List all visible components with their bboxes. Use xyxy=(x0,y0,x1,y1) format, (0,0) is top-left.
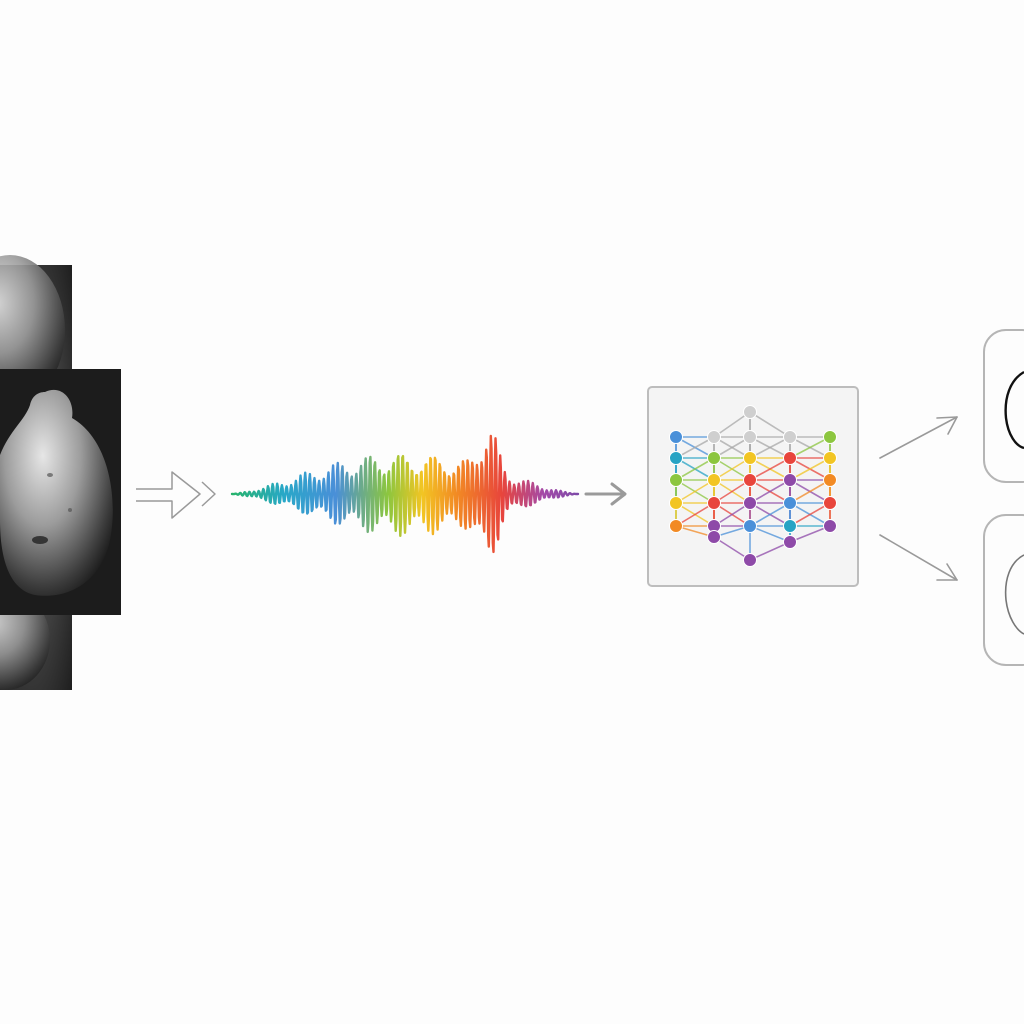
network-edge xyxy=(749,436,791,459)
network-edge xyxy=(789,479,831,504)
network-node xyxy=(669,519,683,533)
network-node xyxy=(669,473,683,487)
double-chevron-arrow-icon xyxy=(136,471,216,519)
network-edge xyxy=(713,457,751,481)
network-edge xyxy=(713,411,751,438)
network-node xyxy=(669,430,683,444)
network-node xyxy=(707,451,721,465)
grayscale-photo-stack-icon xyxy=(0,255,121,690)
neural-network-icon xyxy=(647,386,859,587)
output-shape-top xyxy=(983,329,1024,483)
network-node xyxy=(743,553,757,567)
network-edge xyxy=(749,411,791,438)
network-edge xyxy=(749,457,791,481)
network-node xyxy=(707,530,721,544)
network-node xyxy=(707,430,721,444)
network-node xyxy=(743,519,757,533)
network-node xyxy=(669,496,683,510)
network-edge xyxy=(675,479,715,504)
network-edge xyxy=(749,502,791,527)
network-edge xyxy=(789,436,831,459)
network-node xyxy=(707,496,721,510)
network-node xyxy=(823,451,837,465)
network-node xyxy=(743,405,757,419)
outline-shape-icon xyxy=(983,329,1024,666)
network-edge xyxy=(713,479,751,504)
network-node xyxy=(823,430,837,444)
network-edge xyxy=(789,457,831,481)
network-edge xyxy=(789,525,831,543)
network-edge xyxy=(749,541,791,561)
network-edge xyxy=(749,479,791,504)
network-edge xyxy=(675,457,715,481)
arrow-right-icon xyxy=(584,482,627,506)
network-node xyxy=(783,451,797,465)
front-photo xyxy=(0,369,121,615)
network-node xyxy=(823,496,837,510)
network-edge xyxy=(713,502,751,527)
network-node xyxy=(783,496,797,510)
network-edge xyxy=(675,502,715,527)
network-edge xyxy=(713,536,751,561)
network-node xyxy=(783,430,797,444)
network-edge xyxy=(675,436,715,459)
network-edge xyxy=(749,525,791,543)
network-node xyxy=(783,535,797,549)
network-node xyxy=(783,473,797,487)
network-node xyxy=(743,473,757,487)
network-node xyxy=(743,496,757,510)
network-node xyxy=(823,519,837,533)
diverging-arrows-icon xyxy=(879,416,958,581)
network-node xyxy=(707,473,721,487)
network-node xyxy=(823,473,837,487)
network-node xyxy=(669,451,683,465)
output-shape-bottom xyxy=(983,514,1024,666)
network-node xyxy=(783,519,797,533)
network-node xyxy=(743,451,757,465)
rainbow-waveform-icon xyxy=(230,434,580,554)
network-node xyxy=(743,430,757,444)
network-edge xyxy=(789,502,831,527)
